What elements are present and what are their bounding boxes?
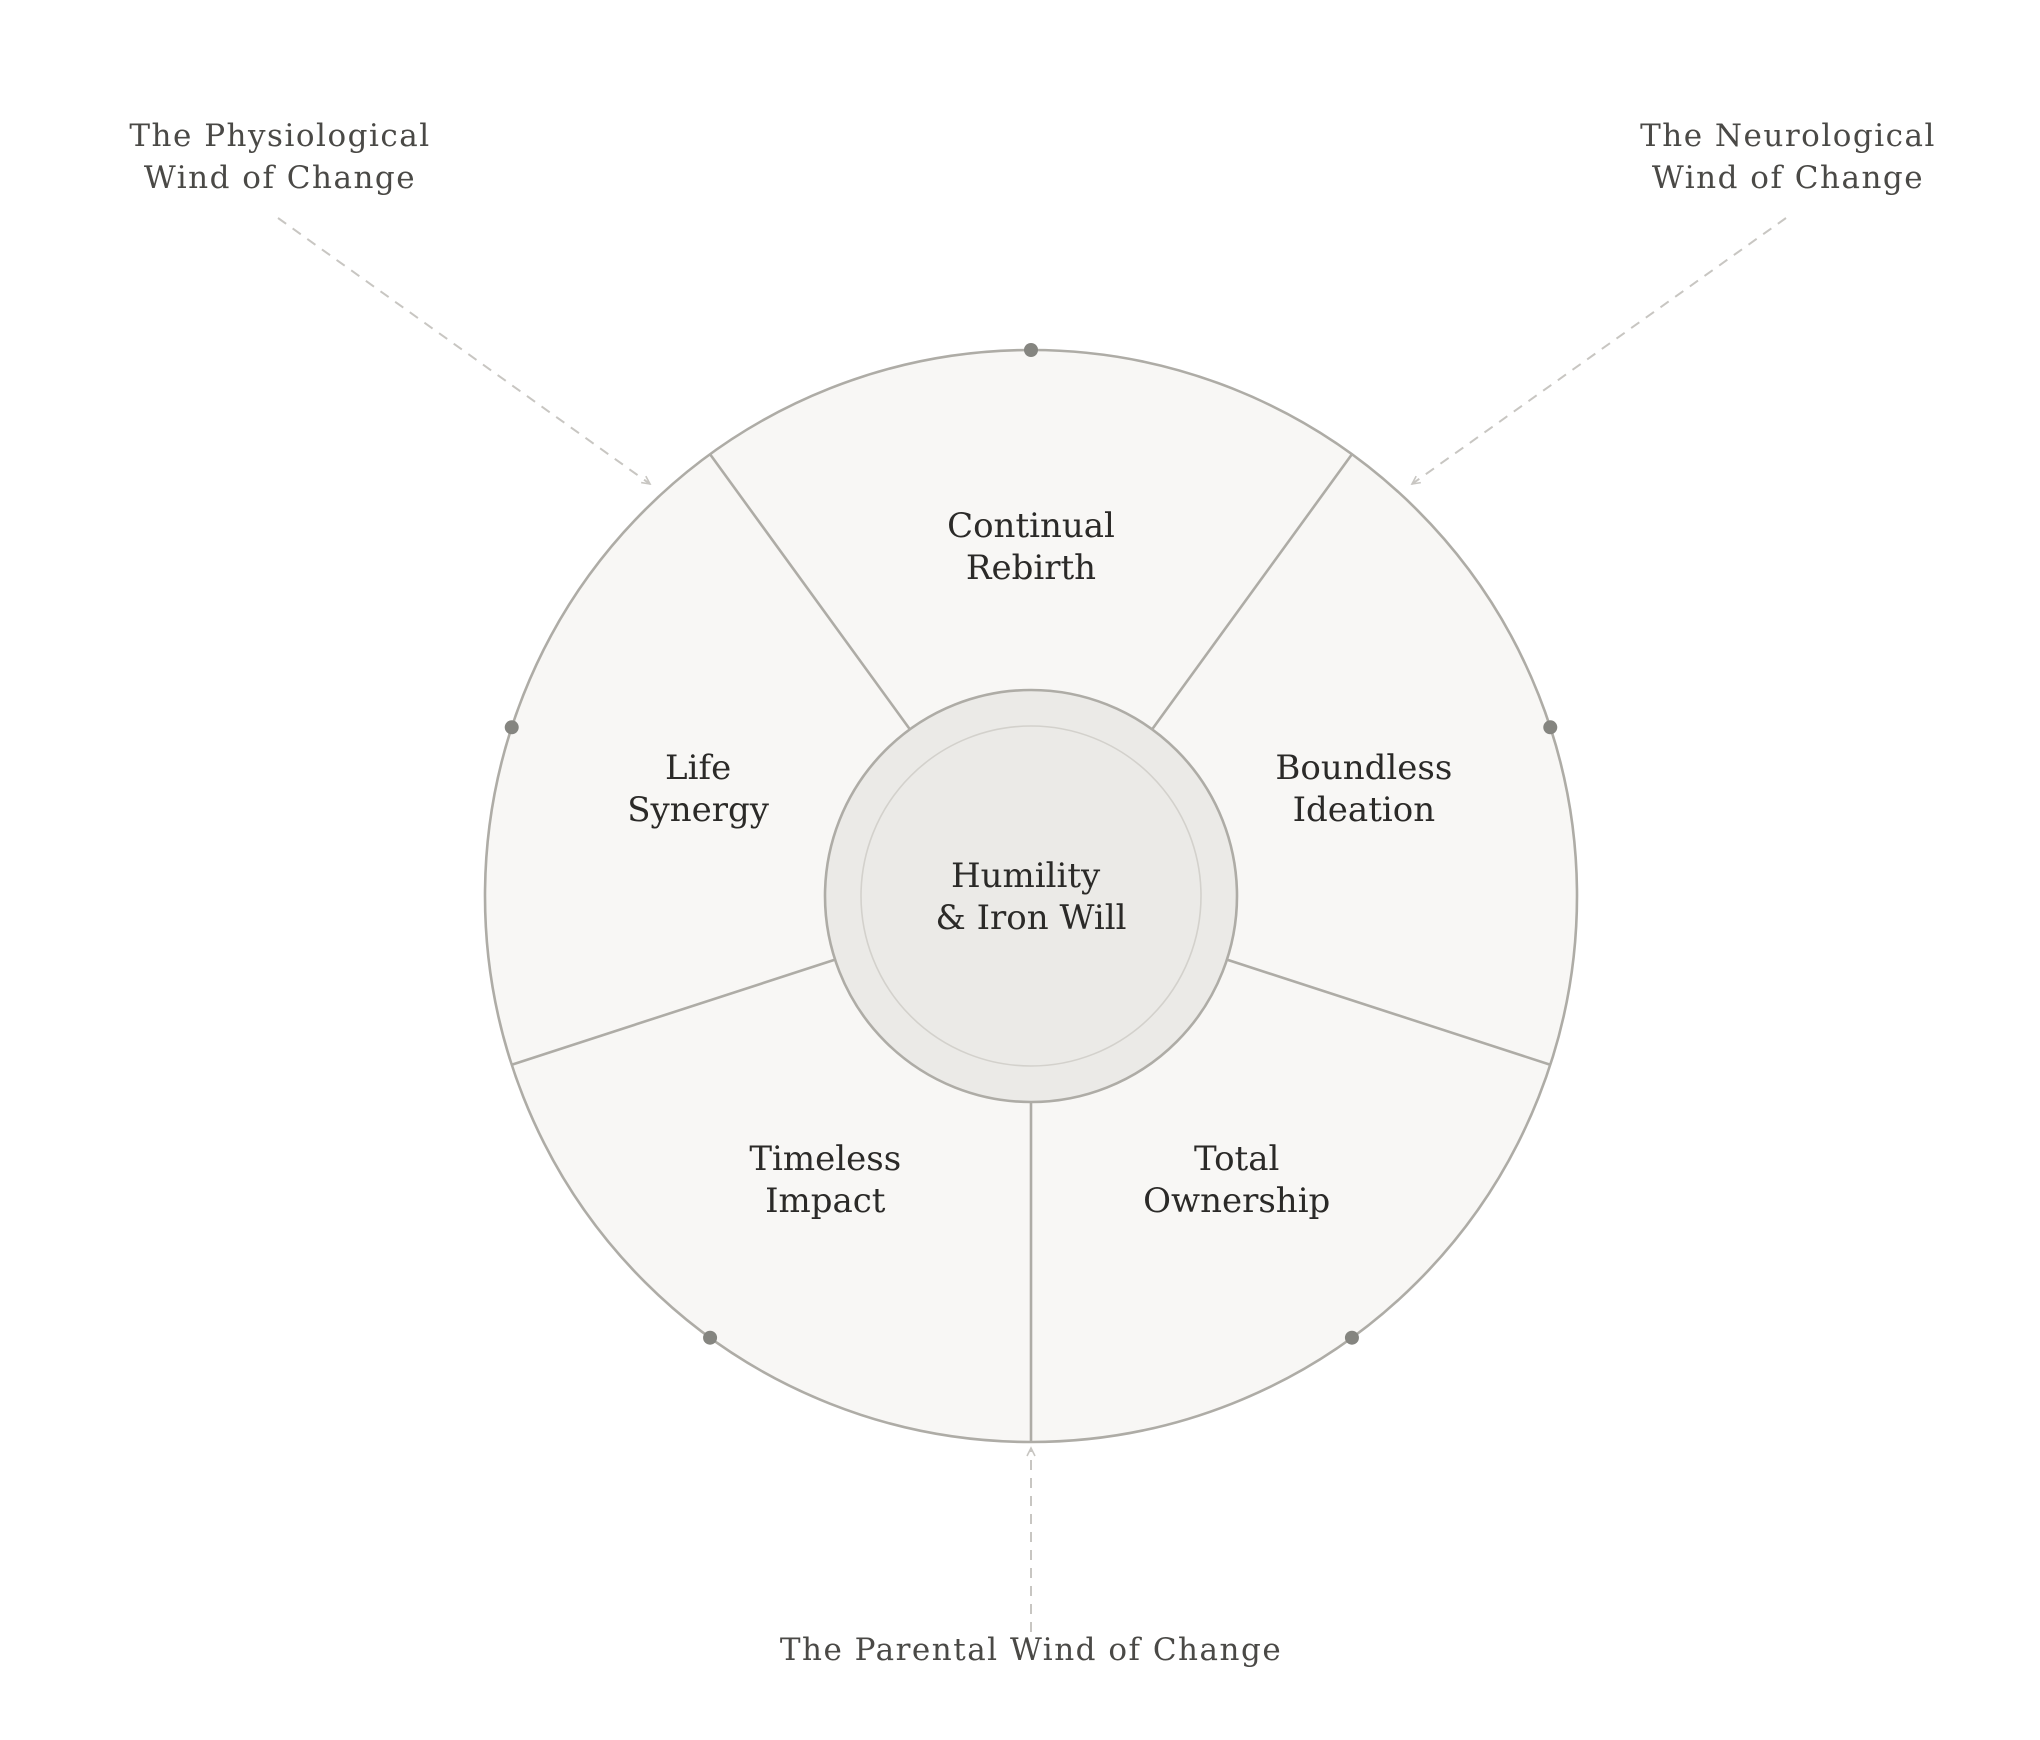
wind-label-line: Wind of Change bbox=[144, 160, 416, 196]
wheel-segment bbox=[1031, 959, 1551, 1442]
core-label: Humility & Iron Will bbox=[936, 856, 1127, 938]
segment-marker-dot bbox=[504, 720, 519, 735]
wheel-segment bbox=[710, 350, 1352, 730]
segment-label-line: Continual bbox=[947, 506, 1115, 546]
segment-divider bbox=[709, 453, 911, 731]
marker-dots bbox=[504, 343, 1558, 1345]
segment-label-line: Total bbox=[1194, 1139, 1279, 1179]
segment-marker-dot bbox=[1344, 1330, 1359, 1345]
wind-arrow-tip bbox=[641, 475, 652, 486]
wheel-segment bbox=[485, 454, 910, 1065]
wind-callout: The Parental Wind of Change bbox=[780, 1446, 1282, 1668]
segments-layer bbox=[483, 348, 1579, 1444]
segment-divider bbox=[1226, 958, 1551, 1066]
wind-label-line: The Parental Wind of Change bbox=[780, 1632, 1282, 1668]
core-outer-circle bbox=[823, 688, 1239, 1104]
wind-label: The Parental Wind of Change bbox=[780, 1632, 1282, 1668]
wheel-segment bbox=[1152, 454, 1577, 1065]
segment-label-line: Life bbox=[665, 748, 731, 788]
segment-marker-dot bbox=[703, 1330, 718, 1345]
core-circle: Humility & Iron Will bbox=[823, 688, 1239, 1104]
segment-label-line: Boundless bbox=[1275, 748, 1452, 788]
dividers-layer bbox=[511, 453, 1551, 1442]
segment-label-line: Synergy bbox=[627, 790, 770, 830]
segment-marker-dot bbox=[1543, 720, 1558, 735]
wind-leader-line bbox=[277, 217, 651, 485]
wind-arrow-tip bbox=[1410, 475, 1421, 486]
core-inner-ring bbox=[860, 725, 1202, 1067]
wind-leader-line bbox=[1411, 217, 1787, 485]
wind-arrow-tip bbox=[1026, 1446, 1036, 1457]
segment-label-line: Ownership bbox=[1143, 1181, 1330, 1221]
segment-marker-dot bbox=[1024, 343, 1038, 357]
segment-label-line: Timeless bbox=[749, 1139, 901, 1179]
core-label-line: & Iron Will bbox=[936, 898, 1127, 938]
segment-label-line: Impact bbox=[765, 1181, 886, 1221]
segment-label-line: Rebirth bbox=[966, 548, 1096, 588]
segment-divider bbox=[511, 958, 836, 1066]
segment-label-line: Ideation bbox=[1293, 790, 1436, 830]
wheel-segment bbox=[511, 959, 1031, 1442]
core-label-line: Humility bbox=[951, 856, 1101, 896]
wind-label-line: The Physiological bbox=[129, 118, 430, 154]
wind-label-line: Wind of Change bbox=[1652, 160, 1924, 196]
segment-divider bbox=[1151, 453, 1353, 731]
wind-label-line: The Neurological bbox=[1640, 118, 1936, 154]
